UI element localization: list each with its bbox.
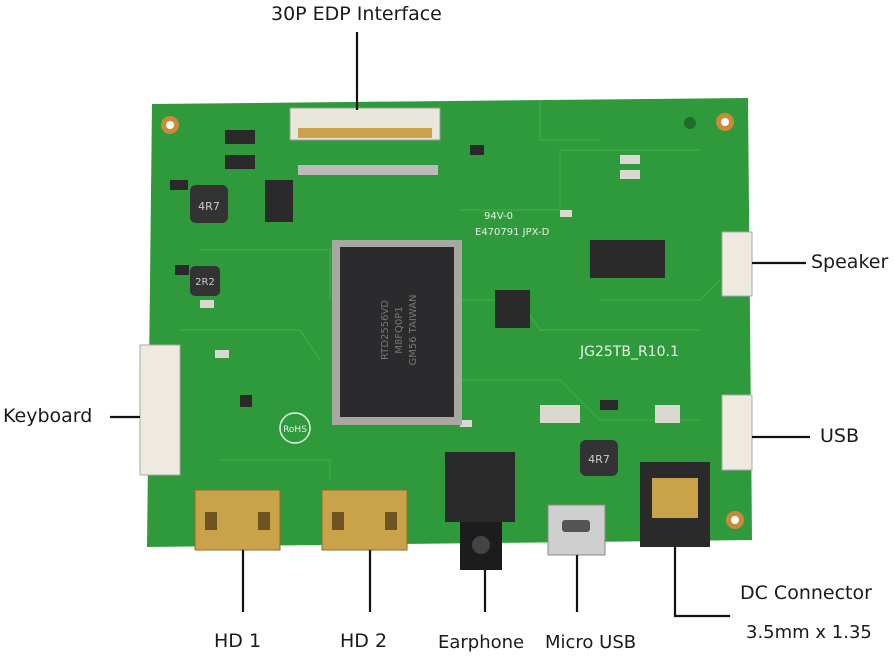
passive-components <box>200 155 680 427</box>
edp-pins <box>298 128 432 138</box>
label-hd1: HD 1 <box>214 630 262 652</box>
mounting-holes <box>161 113 744 529</box>
label-speaker: Speaker <box>811 251 889 273</box>
label-micro-usb: Micro USB <box>545 632 637 653</box>
speaker-connector <box>721 231 753 297</box>
label-usb: USB <box>820 425 860 447</box>
label-dc-size: 3.5mm x 1.35 <box>746 622 872 643</box>
chip-text: GM56 TAIWAN <box>408 294 419 365</box>
inductor-2r2 <box>190 266 220 296</box>
inductor-label: 2R2 <box>195 277 215 288</box>
label-keyboard: Keyboard <box>3 405 93 427</box>
inductor-4r7 <box>190 185 228 223</box>
label-earphone: Earphone <box>438 632 525 653</box>
chip-text: M8FQ0P1 <box>394 306 405 353</box>
leader-lines <box>110 32 810 618</box>
inductor-label: 4R7 <box>198 200 220 213</box>
chip-text: RTD2556VD <box>380 300 391 360</box>
earphone-jack <box>445 452 515 522</box>
rohs-mark <box>279 412 311 444</box>
smd-components <box>170 130 665 410</box>
ul-code: E470791 JPX-D <box>475 227 550 238</box>
main-chip <box>340 247 454 417</box>
label-dc-connector: DC Connector <box>740 582 872 604</box>
edp-pads <box>298 165 438 175</box>
usb-connector <box>721 394 753 471</box>
rohs-text: RoHS <box>283 425 307 435</box>
label-hd2: HD 2 <box>340 630 388 652</box>
board-model: JG25TB_R10.1 <box>579 344 679 360</box>
keyboard-connector <box>139 344 181 476</box>
label-edp-interface: 30P EDP Interface <box>271 3 442 25</box>
inductor-label: 4R7 <box>588 453 610 466</box>
inductor-4r7-b <box>580 440 618 476</box>
ul-mark: 94V-0 <box>484 211 513 222</box>
